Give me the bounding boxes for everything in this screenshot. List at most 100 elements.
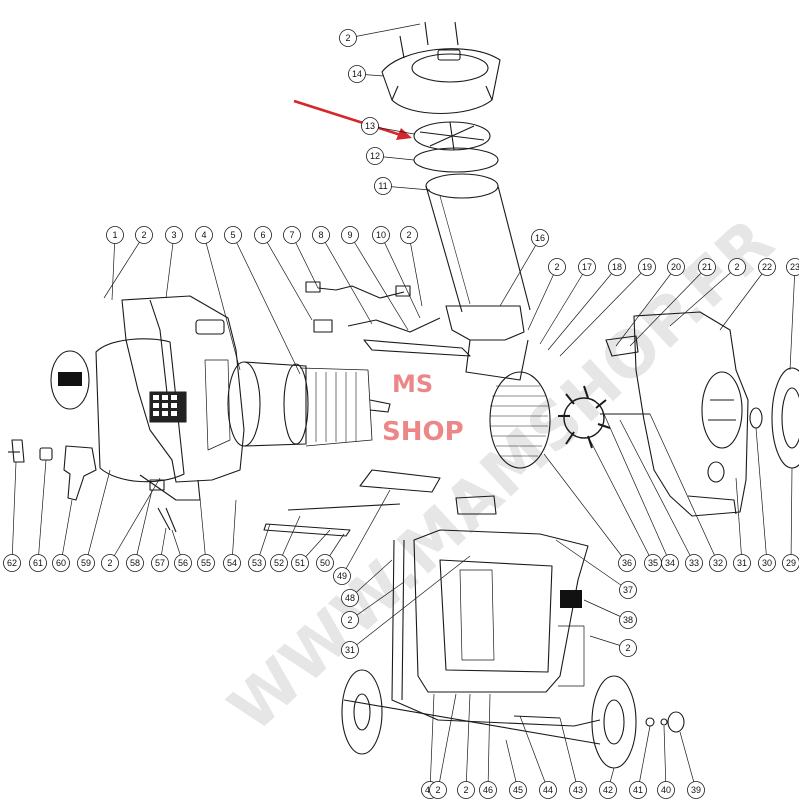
callout-circle bbox=[291, 554, 309, 572]
leader-line-22 bbox=[719, 266, 768, 331]
callout-42: 42 bbox=[599, 781, 617, 799]
leader-line-40 bbox=[663, 725, 667, 791]
callout-number: 41 bbox=[633, 785, 643, 795]
leader-line-3 bbox=[165, 234, 175, 299]
callout-39: 39 bbox=[687, 781, 705, 799]
callout-circle bbox=[174, 554, 192, 572]
callout-number: 2 bbox=[107, 558, 112, 568]
leader-line-19 bbox=[559, 266, 648, 357]
callout-number: 39 bbox=[691, 785, 701, 795]
part-ring bbox=[413, 147, 499, 173]
callout-number: 36 bbox=[622, 558, 632, 568]
callout-circle bbox=[106, 226, 124, 244]
part-motor bbox=[227, 361, 391, 447]
part-housing-left bbox=[121, 295, 245, 483]
part-wiring bbox=[263, 281, 471, 537]
leader-line-49 bbox=[341, 489, 391, 577]
callout-17: 17 bbox=[578, 258, 596, 276]
callout-circle bbox=[366, 147, 384, 165]
callout-2-2: 2 bbox=[135, 226, 153, 244]
callout-circle bbox=[619, 639, 637, 657]
callout-circle bbox=[135, 226, 153, 244]
stamp-text-shop: SHOP bbox=[382, 417, 464, 447]
leader-line-44 bbox=[519, 715, 549, 791]
callout-number: 2 bbox=[625, 643, 630, 653]
callout-circle bbox=[361, 117, 379, 135]
leader-line-1 bbox=[111, 234, 116, 301]
callout-11: 11 bbox=[374, 177, 392, 195]
callout-circle bbox=[667, 258, 685, 276]
leader-line-4 bbox=[203, 234, 241, 371]
callout-22: 22 bbox=[758, 258, 776, 276]
part-motor-cover bbox=[95, 338, 201, 501]
callout-number: 7 bbox=[289, 230, 294, 240]
callout-number: 13 bbox=[365, 121, 375, 131]
callout-number: 48 bbox=[345, 593, 355, 603]
callout-circle bbox=[339, 29, 357, 47]
leader-line-58 bbox=[134, 489, 153, 564]
callout-30: 30 bbox=[758, 554, 776, 572]
callout-number: 29 bbox=[786, 558, 796, 568]
leader-line-10 bbox=[380, 234, 421, 319]
leader-line-43 bbox=[559, 717, 579, 791]
callout-number: 53 bbox=[252, 558, 262, 568]
shop-stamp: MS SHOP bbox=[382, 370, 464, 447]
callout-circle bbox=[733, 554, 751, 572]
leader-line-55 bbox=[199, 497, 207, 564]
leader-line-5 bbox=[232, 234, 301, 375]
callout-circle bbox=[77, 554, 95, 572]
callout-37: 37 bbox=[619, 581, 637, 599]
leader-line-48 bbox=[349, 559, 393, 599]
callout-circle bbox=[698, 258, 716, 276]
callout-number: 35 bbox=[648, 558, 658, 568]
callout-circle bbox=[341, 641, 359, 659]
leader-line-32 bbox=[649, 413, 719, 564]
callout-number: 50 bbox=[320, 558, 330, 568]
callout-number: 54 bbox=[227, 558, 237, 568]
callout-circle bbox=[195, 226, 213, 244]
leader-line-47 bbox=[429, 693, 435, 791]
callout-41: 41 bbox=[629, 781, 647, 799]
callout-2-7: 2 bbox=[619, 639, 637, 657]
leader-line-9 bbox=[349, 234, 409, 331]
callout-61: 61 bbox=[29, 554, 47, 572]
callout-2-6: 2 bbox=[101, 554, 119, 572]
callout-52: 52 bbox=[270, 554, 288, 572]
callout-31: 31 bbox=[733, 554, 751, 572]
callout-number: 2 bbox=[554, 262, 559, 272]
callout-number: 10 bbox=[376, 230, 386, 240]
callout-circle bbox=[644, 554, 662, 572]
callout-number: 2 bbox=[463, 785, 468, 795]
callout-number: 18 bbox=[612, 262, 622, 272]
leader-line-21 bbox=[629, 266, 708, 347]
callout-number: 11 bbox=[378, 181, 387, 191]
callout-number: 31 bbox=[345, 645, 355, 655]
leader-line-6 bbox=[262, 234, 313, 321]
callout-46: 46 bbox=[479, 781, 497, 799]
leader-line-2-5 bbox=[669, 266, 738, 327]
watermark-text: WWW.MAMSHOP.FR bbox=[215, 205, 788, 746]
callout-circle bbox=[685, 554, 703, 572]
callout-circle bbox=[786, 258, 799, 276]
callout-51: 51 bbox=[291, 554, 309, 572]
callout-number: 46 bbox=[483, 785, 493, 795]
callout-48: 48 bbox=[341, 589, 359, 607]
callout-2-3: 2 bbox=[400, 226, 418, 244]
callout-number: 9 bbox=[347, 230, 352, 240]
callout-number: 3 bbox=[171, 230, 176, 240]
callout-circle bbox=[197, 554, 215, 572]
callout-circle bbox=[341, 226, 359, 244]
callout-57: 57 bbox=[151, 554, 169, 572]
parts-drawing bbox=[8, 21, 799, 769]
leader-line-7 bbox=[291, 234, 319, 289]
leader-line-37 bbox=[555, 539, 629, 591]
callout-55: 55 bbox=[197, 554, 215, 572]
callout-circle bbox=[283, 226, 301, 244]
stamp-text-ms: MS bbox=[392, 370, 433, 398]
callout-number: 2 bbox=[345, 33, 350, 43]
leader-line-2-6 bbox=[109, 477, 161, 564]
callout-59: 59 bbox=[77, 554, 95, 572]
callout-circle bbox=[348, 65, 366, 83]
callout-number: 44 bbox=[543, 785, 553, 795]
